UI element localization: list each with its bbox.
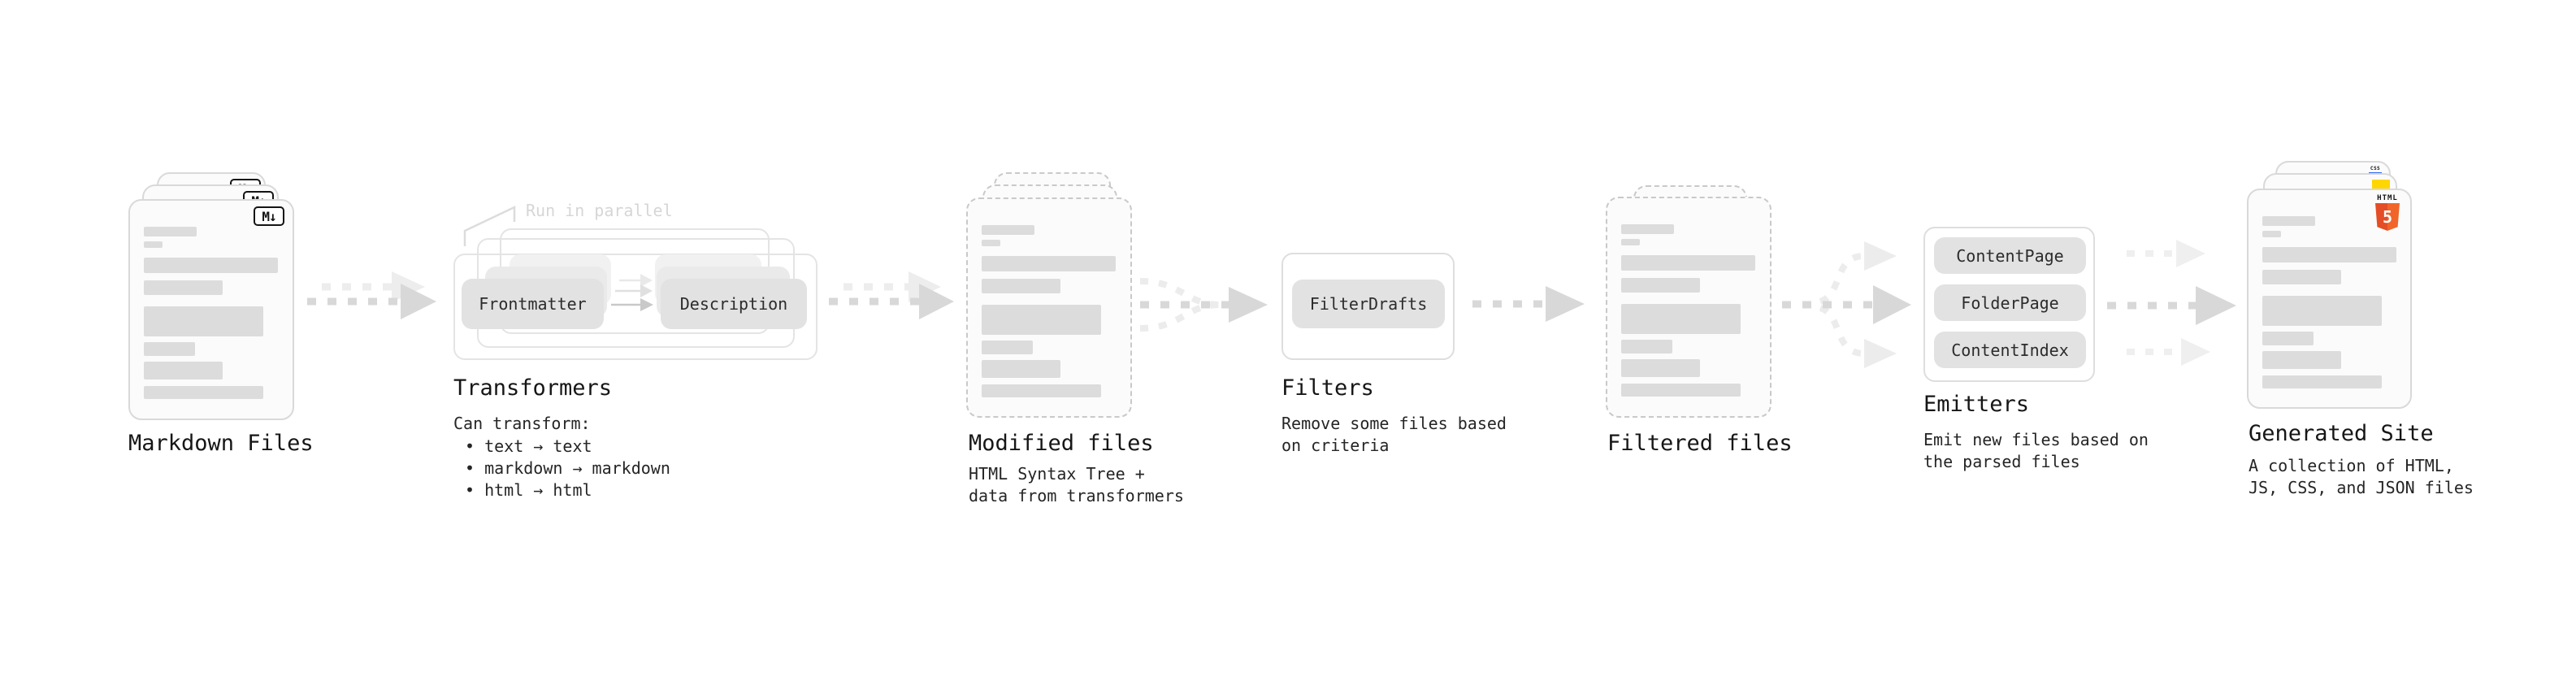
text-line-bar [1621,359,1700,377]
text-line-bar [144,306,263,336]
arrow-modified-to-filters [1139,278,1268,332]
text-line-bar [144,258,278,273]
text-line-bar [982,225,1034,235]
run-in-parallel-note: Run in parallel [526,201,673,220]
arrow-markdown-to-transformers [307,271,436,319]
html5-icon: HTML 5 [2374,194,2401,231]
generated-site-caption-line: JS, CSS, and JSON files [2249,478,2474,497]
generated-site-caption-line: A collection of HTML, [2249,456,2454,475]
text-line-bar [1621,384,1741,397]
arrow-filtered-to-emitters [1782,241,1911,368]
filters-caption-line: on criteria [1281,436,1390,455]
text-line-bar [144,241,163,248]
markdown-files-label: Markdown Files [128,431,314,456]
markdown-doc-front: M↓ [128,199,294,420]
filters-caption-line: Remove some files based [1281,414,1507,433]
text-line-bar [1621,304,1741,334]
text-line-bar [2262,270,2341,284]
arrow-emitters-to-site [2107,240,2236,366]
text-line-bar [1621,224,1674,234]
filtered-doc-front [1606,197,1772,418]
text-line-bar [2262,375,2382,388]
modified-files-label: Modified files [969,431,1154,456]
emitters-title: Emitters [1923,392,2030,417]
modified-files-caption-line: data from transformers [969,486,1184,505]
text-line-bar [2262,351,2341,369]
text-line-bar [144,362,223,380]
text-line-bar [144,227,197,236]
contentindex-pill: ContentIndex [1934,332,2086,368]
text-line-bar [982,384,1101,397]
html5-icon-shield: 5 [2375,203,2400,231]
text-line-bar [982,279,1060,293]
emitters-caption-line: Emit new files based on [1923,430,2149,449]
filtered-files-label: Filtered files [1607,431,1793,456]
text-line-bar [982,240,1000,246]
text-line-bar [2262,247,2396,262]
text-line-bar [2262,296,2382,326]
text-line-bar [1621,239,1640,245]
css-icon-label: CSS [2370,166,2381,171]
text-line-bar [982,256,1116,271]
modified-files-caption-line: HTML Syntax Tree + [969,464,1145,484]
folderpage-pill: FolderPage [1934,284,2086,321]
generated-site-label: Generated Site [2249,421,2434,446]
transformers-title: Transformers [453,375,613,401]
contentpage-pill: ContentPage [1934,237,2086,274]
text-line-bar [2262,216,2315,226]
transformers-bullet: • markdown → markdown [465,458,670,478]
modified-doc-front [966,197,1132,418]
text-line-bar [2262,231,2281,237]
text-line-bar [982,305,1101,335]
filters-title: Filters [1281,375,1374,401]
text-line-bar [1621,278,1700,293]
html5-icon-label: HTML [2377,194,2398,202]
markdown-icon: M↓ [254,206,284,226]
text-line-bar [144,342,195,356]
text-line-bar [982,340,1033,354]
filterdrafts-pill: FilterDrafts [1292,280,1445,328]
text-line-bar [1621,255,1755,271]
arrow-filters-to-filtered [1472,286,1585,322]
site-doc-html: HTML 5 [2247,189,2412,409]
js-icon [2372,180,2390,189]
text-line-bar [2262,332,2314,345]
arrow-transformers-to-modified [829,271,954,319]
text-line-bar [144,386,263,399]
transformers-caption: Can transform: [453,414,591,433]
text-line-bar [982,360,1060,378]
emitters-caption-line: the parsed files [1923,452,2080,471]
description-pill: Description [661,279,807,329]
html5-icon-number: 5 [2382,207,2393,227]
transformers-bullet: • text → text [465,436,592,456]
text-line-bar [1621,340,1672,354]
transformer-frame-front [453,254,817,360]
transformers-bullet: • html → html [465,480,592,500]
text-line-bar [144,280,223,295]
frontmatter-pill: Frontmatter [462,279,604,329]
